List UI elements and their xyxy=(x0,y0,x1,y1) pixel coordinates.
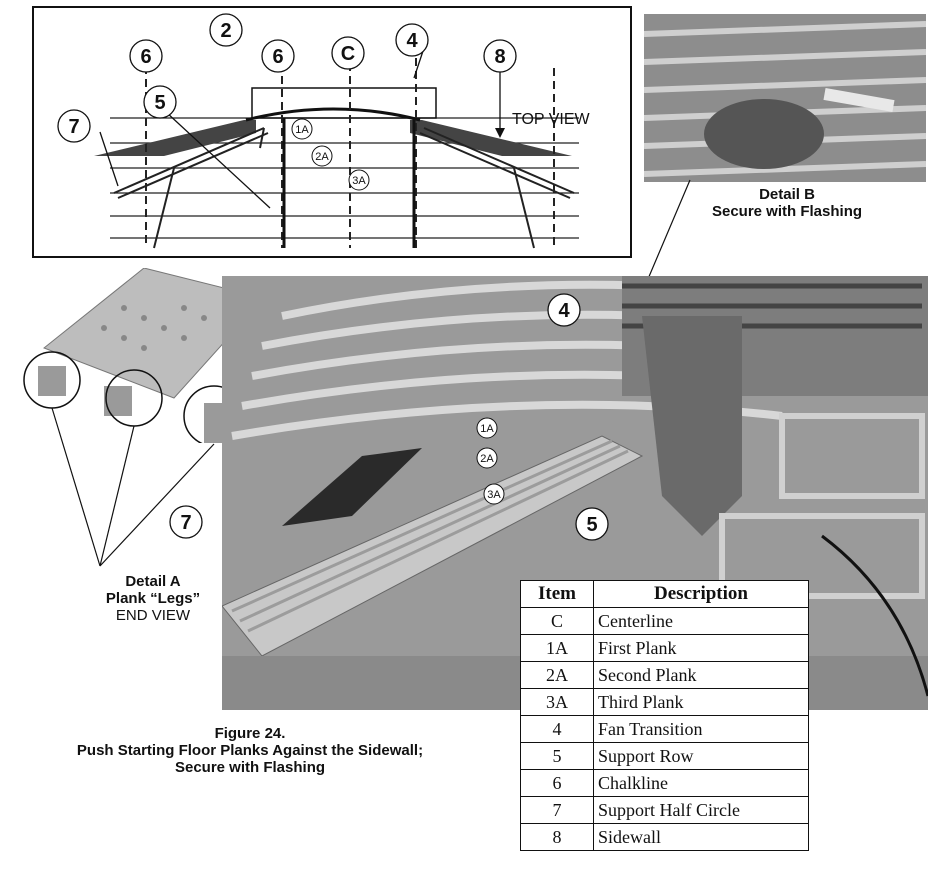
legend-item: 5 xyxy=(520,742,594,770)
detail-a-caption: Detail A Plank “Legs” END VIEW xyxy=(58,573,248,624)
callout-circle-4 xyxy=(395,23,429,57)
legend-item: C xyxy=(520,607,594,635)
top-view-diagram: 2 6 6 C 4 8 5 7 1A 2A 3A TOP VIEW xyxy=(32,6,632,258)
detail-a-view: END VIEW xyxy=(115,607,191,624)
legend-header-item: Item xyxy=(520,580,594,608)
legend-item: 2A xyxy=(520,661,594,689)
legend-description: Fan Transition xyxy=(593,715,809,743)
plank-label: 1A xyxy=(480,423,494,435)
callout-circle-c xyxy=(331,36,365,70)
callout-circle-6-left xyxy=(129,39,163,73)
legend-item: 6 xyxy=(520,769,594,797)
callout-label: 5 xyxy=(586,514,597,536)
plank-label: 1A xyxy=(295,124,309,136)
legend-description: Second Plank xyxy=(593,661,809,689)
legend-description: Third Plank xyxy=(593,688,809,716)
callout-label: 2 xyxy=(220,20,231,42)
callout-circle-8 xyxy=(483,39,517,73)
legend-description: Support Row xyxy=(593,742,809,770)
callout-label: 7 xyxy=(68,116,79,138)
callout-circle-7 xyxy=(57,109,91,143)
detail-b-caption: Detail B Secure with Flashing xyxy=(652,186,922,220)
legend-description: First Plank xyxy=(593,634,809,662)
callout-label: 7 xyxy=(180,512,191,534)
callout-circle-5 xyxy=(143,85,177,119)
legend-item: 1A xyxy=(520,634,594,662)
legend-description: Sidewall xyxy=(593,823,809,851)
legend-header-description: Description xyxy=(593,580,809,608)
legend-item: 3A xyxy=(520,688,594,716)
detail-b-title: Detail B xyxy=(759,186,815,203)
legend-item: 7 xyxy=(520,796,594,824)
callout-circle-2 xyxy=(209,13,243,47)
detail-b-photo xyxy=(643,14,927,182)
callout-label: 5 xyxy=(154,92,165,114)
legend-description: Chalkline xyxy=(593,769,809,797)
callout-label: 4 xyxy=(406,30,418,52)
legend-description: Support Half Circle xyxy=(593,796,809,824)
legend-item: 4 xyxy=(520,715,594,743)
figure-title-line1: Push Starting Floor Planks Against the S… xyxy=(76,742,424,759)
figure-title-line2: Secure with Flashing xyxy=(174,759,326,776)
callout-circle-7-main: 7 xyxy=(169,505,203,539)
callout-label: 8 xyxy=(494,46,505,68)
figure-number: Figure 24. xyxy=(214,725,286,742)
legend-header-row: Item Description xyxy=(520,580,809,608)
plank-label: 2A xyxy=(480,453,494,465)
callout-label: 4 xyxy=(558,300,570,322)
callout-label: 6 xyxy=(272,46,283,68)
legend-item: 8 xyxy=(520,823,594,851)
plank-label: 2A xyxy=(315,151,329,163)
callout-circle-6-right xyxy=(261,39,295,73)
plank-label: 3A xyxy=(352,175,366,187)
plank-label: 3A xyxy=(487,489,501,501)
detail-b-subtitle: Secure with Flashing xyxy=(711,203,863,220)
detail-a-subtitle: Plank “Legs” xyxy=(105,590,201,607)
top-view-label: TOP VIEW xyxy=(512,111,591,128)
callout-label: C xyxy=(341,43,355,65)
callout-label: 6 xyxy=(140,46,151,68)
detail-a-title: Detail A xyxy=(125,573,181,590)
legend-description: Centerline xyxy=(593,607,809,635)
top-view-drawing: 2 6 6 C 4 8 5 7 1A 2A 3A TOP VIEW xyxy=(57,13,591,249)
figure-caption: Figure 24. Push Starting Floor Planks Ag… xyxy=(0,725,500,776)
